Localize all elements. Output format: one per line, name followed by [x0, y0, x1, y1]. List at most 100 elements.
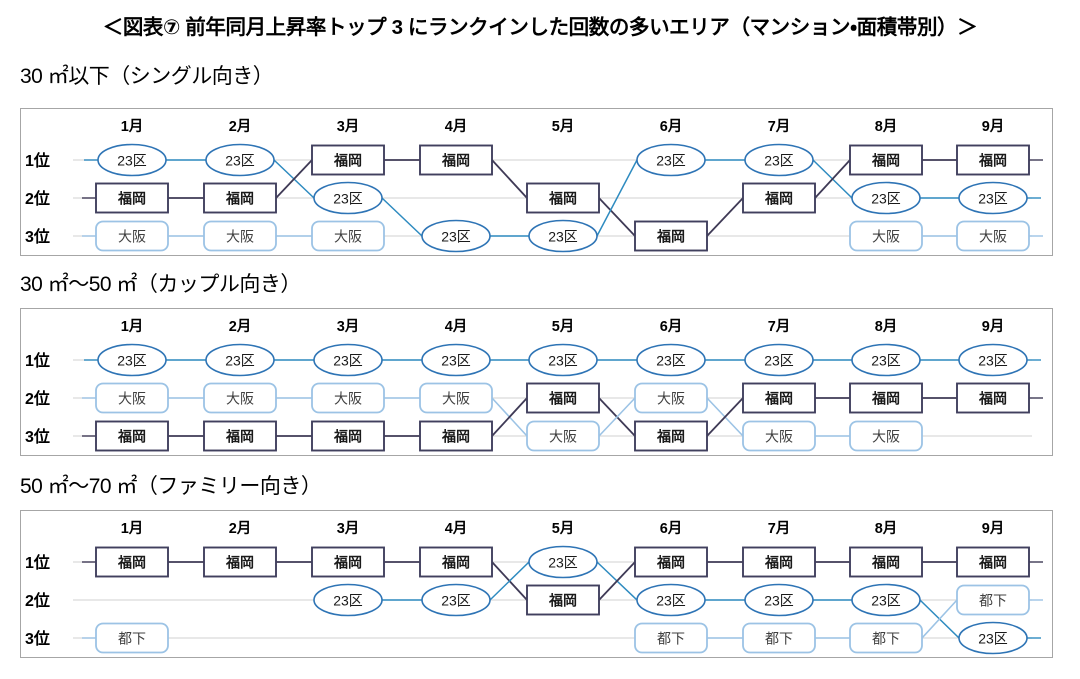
node-fukuoka[interactable]: 福岡	[95, 182, 169, 214]
rank-label-3: 3位	[25, 227, 50, 246]
node-label: 23区	[225, 153, 255, 169]
node-ku[interactable]: 23区	[744, 583, 814, 617]
node-ku[interactable]: 23区	[958, 621, 1028, 655]
month-header-9: 9月	[982, 520, 1005, 537]
connector-toka	[921, 599, 958, 639]
node-fukuoka[interactable]: 福岡	[311, 144, 385, 176]
node-fukuoka[interactable]: 福岡	[419, 546, 493, 578]
node-label: 福岡	[871, 555, 900, 571]
connector-fukuoka	[706, 197, 744, 237]
month-header-8: 8月	[875, 520, 898, 537]
node-label: 福岡	[871, 153, 900, 169]
node-osaka[interactable]: 大阪	[95, 382, 169, 414]
node-label: 23区	[548, 353, 578, 369]
node-toka[interactable]: 都下	[634, 622, 708, 654]
node-fukuoka[interactable]: 福岡	[849, 382, 923, 414]
month-header-1: 1月	[121, 118, 144, 135]
node-ku[interactable]: 23区	[851, 343, 921, 377]
node-fukuoka[interactable]: 福岡	[95, 420, 169, 452]
node-toka[interactable]: 都下	[95, 622, 169, 654]
node-osaka[interactable]: 大阪	[849, 220, 923, 252]
node-ku[interactable]: 23区	[97, 143, 167, 177]
node-fukuoka[interactable]: 福岡	[203, 420, 277, 452]
node-osaka[interactable]: 大阪	[203, 220, 277, 252]
node-toka[interactable]: 都下	[849, 622, 923, 654]
node-fukuoka[interactable]: 福岡	[95, 546, 169, 578]
node-ku[interactable]: 23区	[528, 343, 598, 377]
node-osaka[interactable]: 大阪	[311, 382, 385, 414]
node-fukuoka[interactable]: 福岡	[956, 382, 1030, 414]
section-header-from30to50: 30 ㎡〜50 ㎡（カップル向き）	[20, 273, 301, 296]
node-ku[interactable]: 23区	[421, 343, 491, 377]
node-fukuoka[interactable]: 福岡	[311, 420, 385, 452]
month-header-4: 4月	[445, 520, 468, 537]
node-fukuoka[interactable]: 福岡	[742, 382, 816, 414]
node-ku[interactable]: 23区	[744, 143, 814, 177]
node-ku[interactable]: 23区	[528, 219, 598, 253]
month-header-3: 3月	[337, 118, 360, 135]
node-ku[interactable]: 23区	[636, 343, 706, 377]
node-toka[interactable]: 都下	[956, 584, 1030, 616]
node-shape-ellipse	[528, 219, 598, 253]
node-fukuoka[interactable]: 福岡	[419, 144, 493, 176]
node-ku[interactable]: 23区	[313, 181, 383, 215]
node-label: 福岡	[333, 153, 362, 169]
node-label: 大阪	[334, 229, 362, 245]
node-shape-rounded-rect	[311, 382, 385, 414]
node-fukuoka[interactable]: 福岡	[634, 546, 708, 578]
node-ku[interactable]: 23区	[421, 583, 491, 617]
node-ku[interactable]: 23区	[958, 181, 1028, 215]
node-fukuoka[interactable]: 福岡	[849, 144, 923, 176]
node-shape-ellipse	[421, 219, 491, 253]
node-ku[interactable]: 23区	[636, 583, 706, 617]
node-fukuoka[interactable]: 福岡	[526, 584, 600, 616]
node-ku[interactable]: 23区	[744, 343, 814, 377]
node-osaka[interactable]: 大阪	[203, 382, 277, 414]
node-osaka[interactable]: 大阪	[742, 420, 816, 452]
node-osaka[interactable]: 大阪	[526, 420, 600, 452]
node-osaka[interactable]: 大阪	[311, 220, 385, 252]
node-fukuoka[interactable]: 福岡	[419, 420, 493, 452]
node-shape-rounded-rect	[203, 220, 277, 252]
node-ku[interactable]: 23区	[313, 583, 383, 617]
node-fukuoka[interactable]: 福岡	[634, 420, 708, 452]
node-label: 都下	[979, 593, 1007, 609]
node-ku[interactable]: 23区	[313, 343, 383, 377]
node-ku[interactable]: 23区	[851, 181, 921, 215]
node-label: 23区	[656, 593, 686, 609]
node-fukuoka[interactable]: 福岡	[956, 144, 1030, 176]
node-ku[interactable]: 23区	[636, 143, 706, 177]
node-fukuoka[interactable]: 福岡	[849, 546, 923, 578]
node-osaka[interactable]: 大阪	[849, 420, 923, 452]
node-ku[interactable]: 23区	[97, 343, 167, 377]
node-fukuoka[interactable]: 福岡	[634, 220, 708, 252]
node-fukuoka[interactable]: 福岡	[742, 546, 816, 578]
node-osaka[interactable]: 大阪	[956, 220, 1030, 252]
node-label: 23区	[871, 593, 901, 609]
node-fukuoka[interactable]: 福岡	[526, 382, 600, 414]
node-toka[interactable]: 都下	[742, 622, 816, 654]
node-ku[interactable]: 23区	[205, 343, 275, 377]
node-fukuoka[interactable]: 福岡	[526, 182, 600, 214]
node-fukuoka[interactable]: 福岡	[742, 182, 816, 214]
node-shape-ellipse	[313, 181, 383, 215]
node-osaka[interactable]: 大阪	[95, 220, 169, 252]
node-fukuoka[interactable]: 福岡	[311, 546, 385, 578]
node-fukuoka[interactable]: 福岡	[203, 546, 277, 578]
node-osaka[interactable]: 大阪	[419, 382, 493, 414]
node-ku[interactable]: 23区	[851, 583, 921, 617]
node-ku[interactable]: 23区	[205, 143, 275, 177]
node-ku[interactable]: 23区	[528, 545, 598, 579]
node-shape-rect	[311, 420, 385, 452]
node-label: 福岡	[441, 429, 470, 445]
node-shape-ellipse	[205, 143, 275, 177]
node-shape-rect	[956, 382, 1030, 414]
connector-fukuoka	[598, 197, 636, 237]
node-label: 大阪	[226, 391, 254, 407]
node-ku[interactable]: 23区	[958, 343, 1028, 377]
node-fukuoka[interactable]: 福岡	[956, 546, 1030, 578]
node-fukuoka[interactable]: 福岡	[203, 182, 277, 214]
node-ku[interactable]: 23区	[421, 219, 491, 253]
node-osaka[interactable]: 大阪	[634, 382, 708, 414]
